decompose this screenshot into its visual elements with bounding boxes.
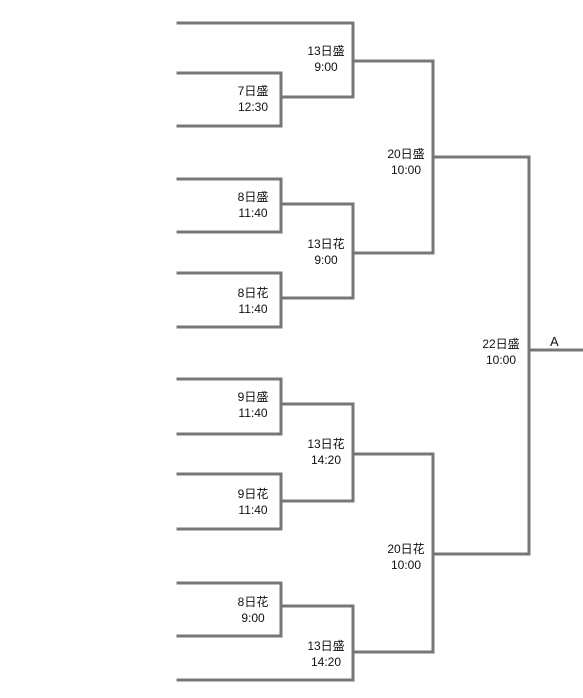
match-label-8日盛-11:40: 8日盛 11:40: [223, 189, 283, 221]
match-label-7日盛-12:30: 7日盛 12:30: [223, 83, 283, 115]
match-date: 8日花: [237, 595, 269, 609]
match-label-8日花-9:00: 8日花 9:00: [223, 594, 283, 626]
match-label-20日盛-10:00: 20日盛 10:00: [376, 146, 436, 178]
match-date: 22日盛: [482, 337, 520, 351]
match-time: 9:00: [314, 253, 338, 267]
match-time: 11:40: [238, 406, 268, 420]
match-time: 12:30: [237, 100, 269, 114]
match-date: 13日盛: [307, 44, 345, 58]
match-date: 13日盛: [307, 639, 345, 653]
match-time: 11:40: [238, 302, 268, 316]
match-label-13日盛-9:00: 13日盛 9:00: [296, 43, 356, 75]
match-date: 9日盛: [237, 390, 269, 404]
match-date: 7日盛: [237, 84, 269, 98]
final-winner-label: A: [550, 334, 559, 349]
match-label-13日盛-14:20: 13日盛 14:20: [296, 638, 356, 670]
match-time: 11:40: [238, 503, 268, 517]
match-time: 11:40: [238, 206, 268, 220]
match-label-20日花-10:00: 20日花 10:00: [376, 541, 436, 573]
match-label-13日花-14:20: 13日花 14:20: [296, 436, 356, 468]
match-date: 8日盛: [237, 190, 269, 204]
match-date: 9日花: [237, 487, 269, 501]
match-date: 20日盛: [387, 147, 425, 161]
match-time: 9:00: [241, 611, 265, 625]
match-time: 10:00: [390, 163, 422, 177]
match-label-9日盛-11:40: 9日盛 11:40: [223, 389, 283, 421]
match-date: 20日花: [387, 542, 425, 556]
match-time: 10:00: [390, 558, 422, 572]
match-time: 10:00: [485, 353, 517, 367]
match-date: 13日花: [307, 437, 345, 451]
match-label-9日花-11:40: 9日花 11:40: [223, 486, 283, 518]
match-time: 9:00: [314, 60, 338, 74]
match-label-13日花-9:00: 13日花 9:00: [296, 236, 356, 268]
match-label-22日盛-10:00: 22日盛 10:00: [471, 336, 531, 368]
match-time: 14:20: [310, 453, 342, 467]
match-time: 14:20: [310, 655, 342, 669]
match-date: 8日花: [237, 286, 269, 300]
match-label-8日花-11:40: 8日花 11:40: [223, 285, 283, 317]
match-date: 13日花: [307, 237, 345, 251]
